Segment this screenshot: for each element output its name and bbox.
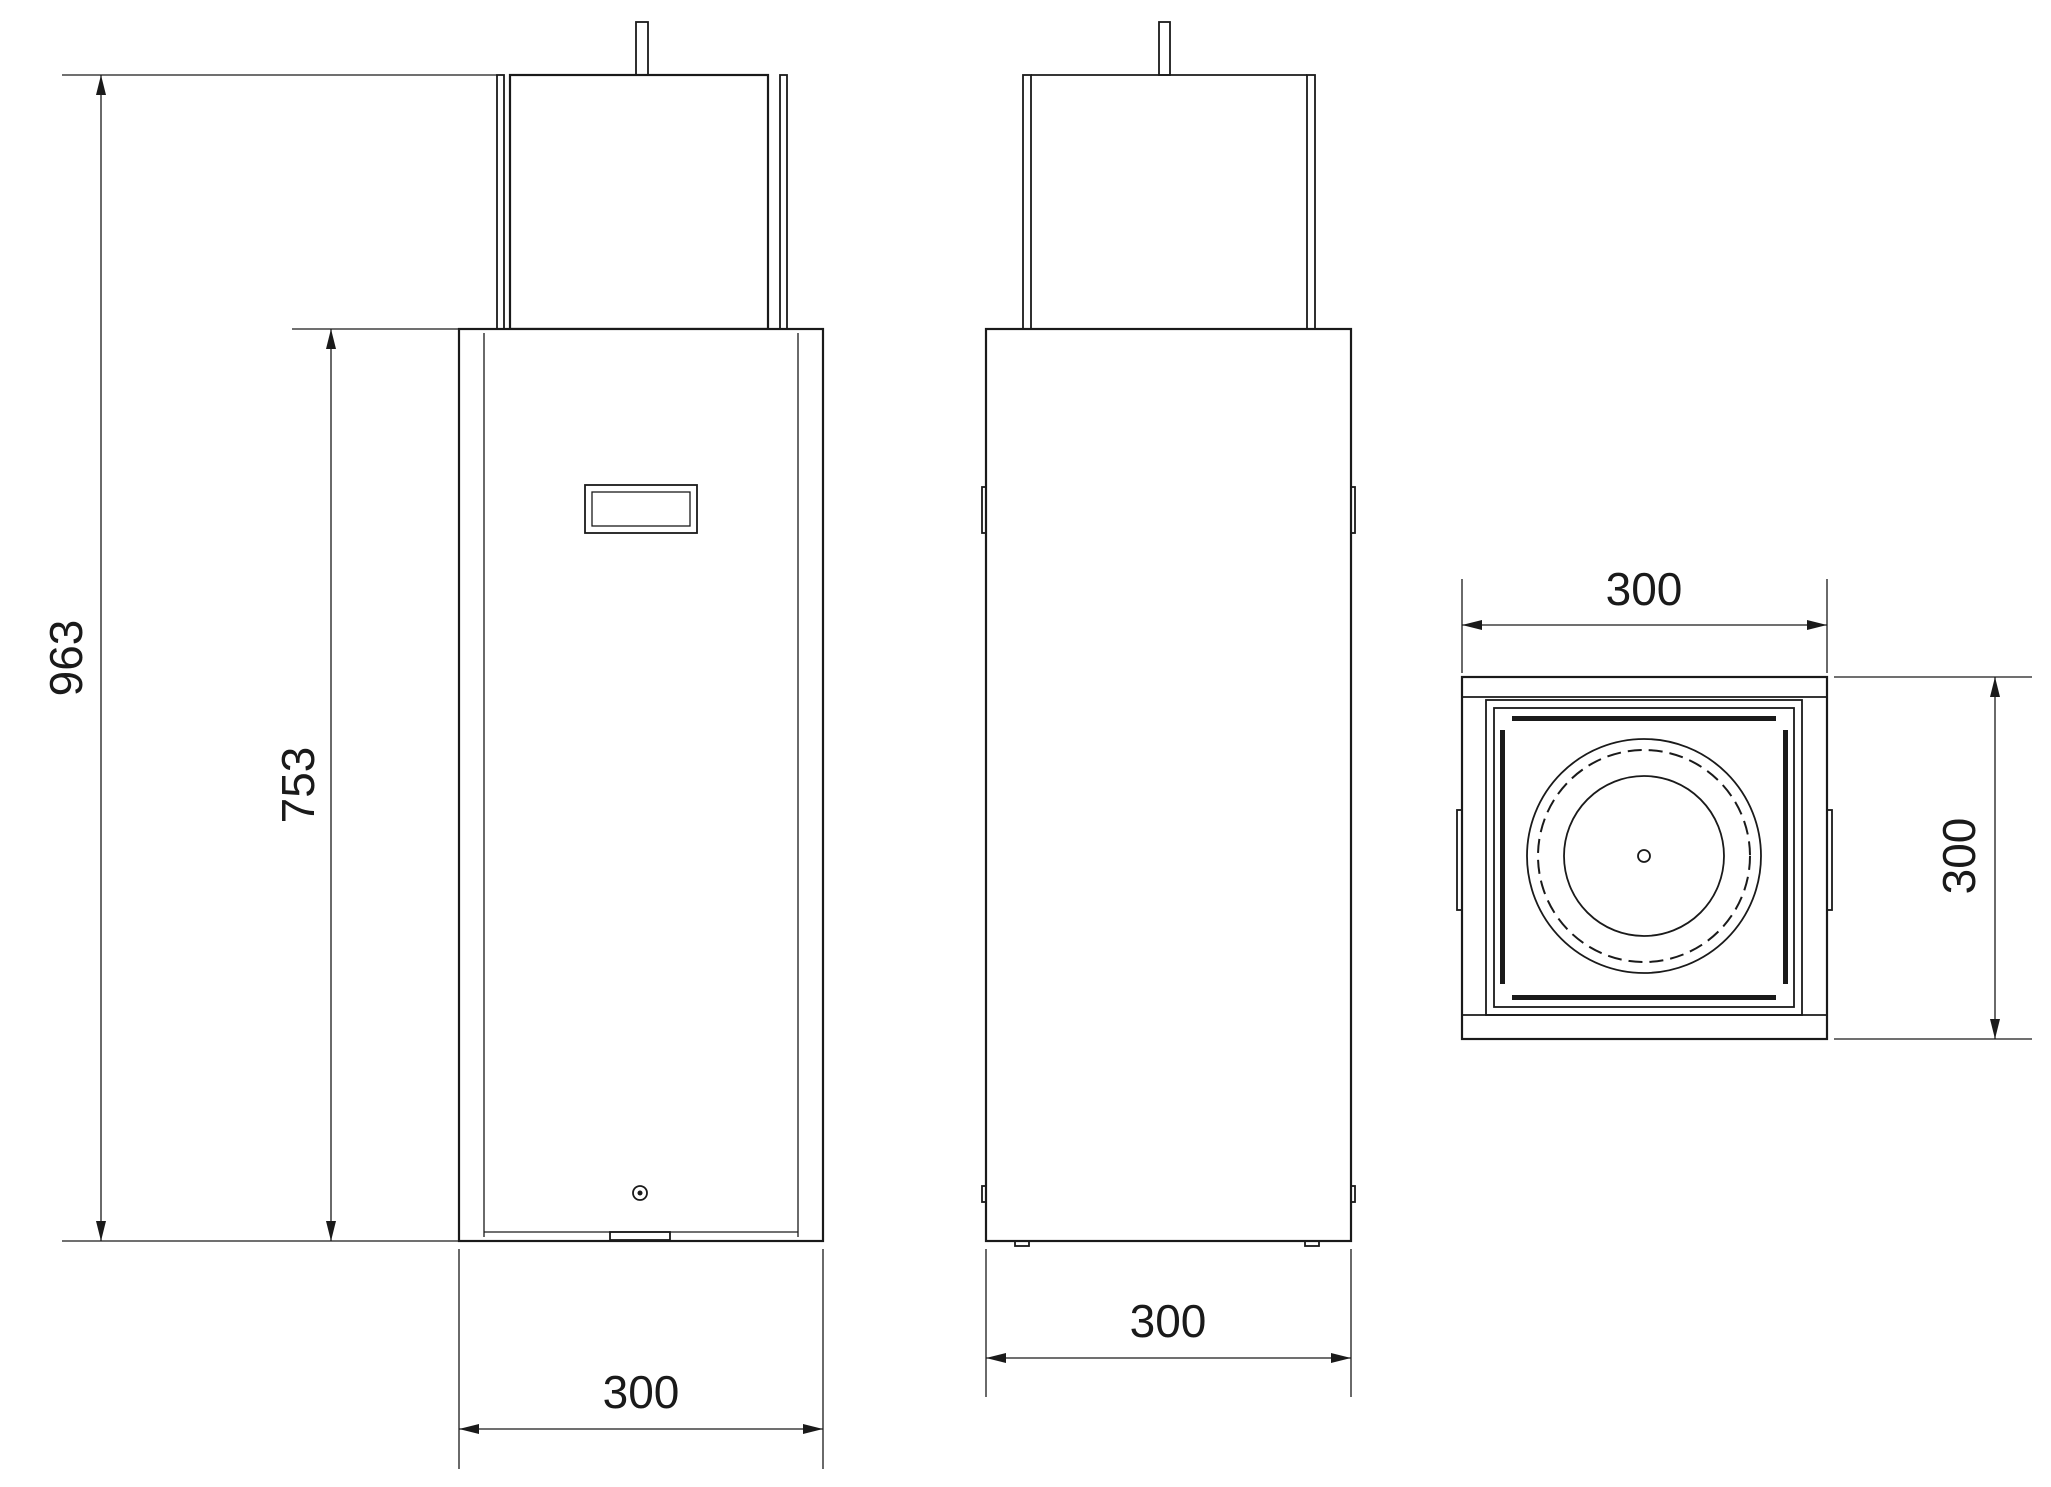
rod: [1158, 21, 1171, 76]
side-body: [984, 327, 1353, 1243]
dim-300-front: 300: [603, 1366, 680, 1418]
front-view: [457, 21, 825, 1243]
screw-icon: [632, 1185, 648, 1201]
upper-tube: [508, 73, 770, 331]
bottom-slot: [609, 1231, 671, 1241]
dimension-side-width: 300: [985, 1249, 1352, 1397]
inner-disc: [1563, 775, 1725, 937]
dimension-overall-height: 963: [40, 74, 497, 1242]
top-view: [1456, 675, 1833, 1041]
dim-963: 963: [40, 620, 92, 697]
dim-300-depth: 300: [1933, 818, 1985, 895]
dimension-top-width: 300: [1461, 563, 1828, 673]
left-strip: [496, 74, 505, 330]
display-window: [584, 484, 698, 534]
dim-753: 753: [272, 747, 324, 824]
dimension-body-height: 753: [272, 328, 459, 1241]
dim-300-top: 300: [1606, 563, 1683, 615]
dimension-front-width: 300: [458, 1249, 824, 1469]
side-view: [981, 21, 1356, 1247]
dimension-top-depth: 300: [1834, 676, 2032, 1040]
right-strip: [779, 74, 788, 330]
rod: [635, 21, 649, 76]
outer-ring: [1526, 738, 1762, 974]
dim-300-side: 300: [1130, 1295, 1207, 1347]
cabinet-body: [457, 327, 825, 1243]
